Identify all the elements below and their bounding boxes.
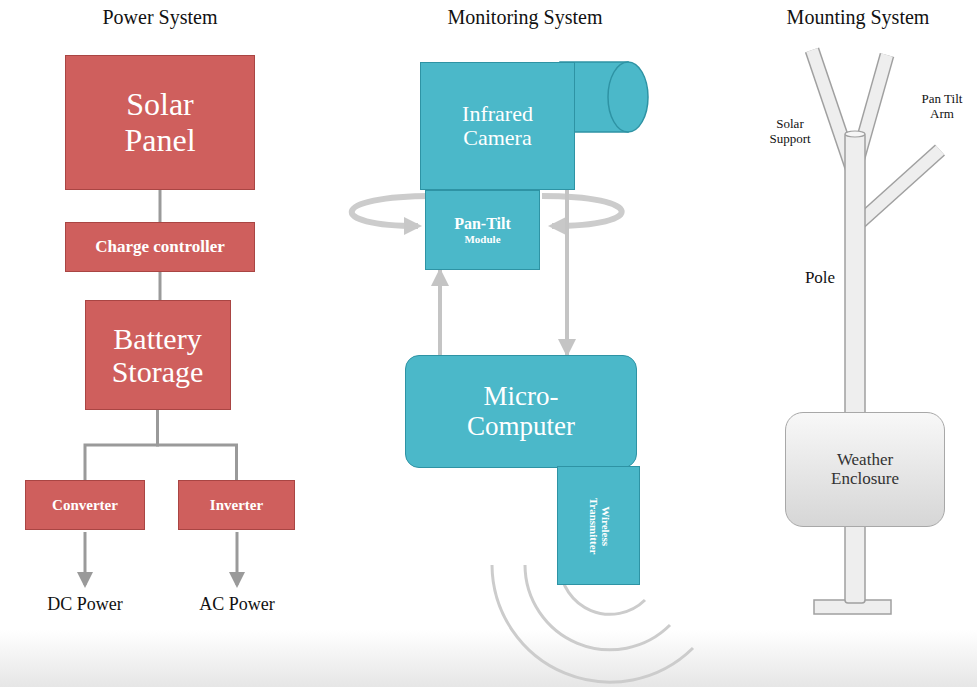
computer-box: Micro-Computer [405, 355, 637, 468]
connector [565, 190, 569, 355]
rotation-arrow [542, 196, 622, 226]
output-label: AC Power [182, 594, 292, 615]
node-text: Wireless Transmitter [587, 481, 611, 573]
rotation-arrow [352, 196, 432, 226]
part-label: Solar Support [755, 117, 825, 147]
node-text: Pan-Tilt [454, 215, 511, 233]
connector [85, 410, 158, 480]
node-text: Weather Enclosure [815, 451, 915, 488]
solar-panel-box: Solar Panel [65, 55, 255, 190]
output-arrow [84, 532, 87, 585]
node-text: Converter [52, 497, 118, 514]
section-heading: Monitoring System [405, 6, 645, 29]
section-heading: Mounting System [758, 6, 958, 29]
output-label: DC Power [30, 594, 140, 615]
battery-box: Battery Storage [85, 300, 231, 410]
connector [438, 270, 442, 355]
output-arrow [236, 532, 239, 585]
part-label: Pole [800, 268, 840, 288]
lens-end [608, 62, 648, 132]
pole-top [845, 131, 865, 137]
pole-shaft [845, 133, 865, 603]
controller-box: Charge controller [65, 222, 255, 272]
node-text: Battery Storage [93, 322, 223, 388]
node-text: Charge controller [95, 238, 225, 257]
transmitter-box: Wireless Transmitter [557, 466, 640, 585]
node-text: Solar Panel [100, 87, 220, 157]
pan-tilt-box: Pan-TiltModule [425, 190, 540, 270]
node-text: Inverter [210, 497, 263, 514]
bottom-fade [0, 630, 977, 687]
connector [159, 272, 162, 300]
pan-tilt-arm [860, 150, 940, 222]
node-text: Module [464, 233, 500, 245]
enclosure-box: Weather Enclosure [785, 412, 945, 527]
section-heading: Power System [60, 6, 260, 29]
converter-box: Converter [25, 480, 145, 530]
node-text: Infrared Camera [438, 102, 558, 150]
camera-box: Infrared Camera [420, 62, 575, 190]
connector [158, 410, 237, 480]
part-label: Pan Tilt Arm [915, 92, 969, 122]
mounting-pole [812, 50, 940, 614]
connector [159, 190, 162, 222]
inverter-box: Inverter [178, 480, 295, 530]
pan-tilt-arm [860, 150, 940, 222]
node-text: Micro-Computer [451, 382, 591, 441]
